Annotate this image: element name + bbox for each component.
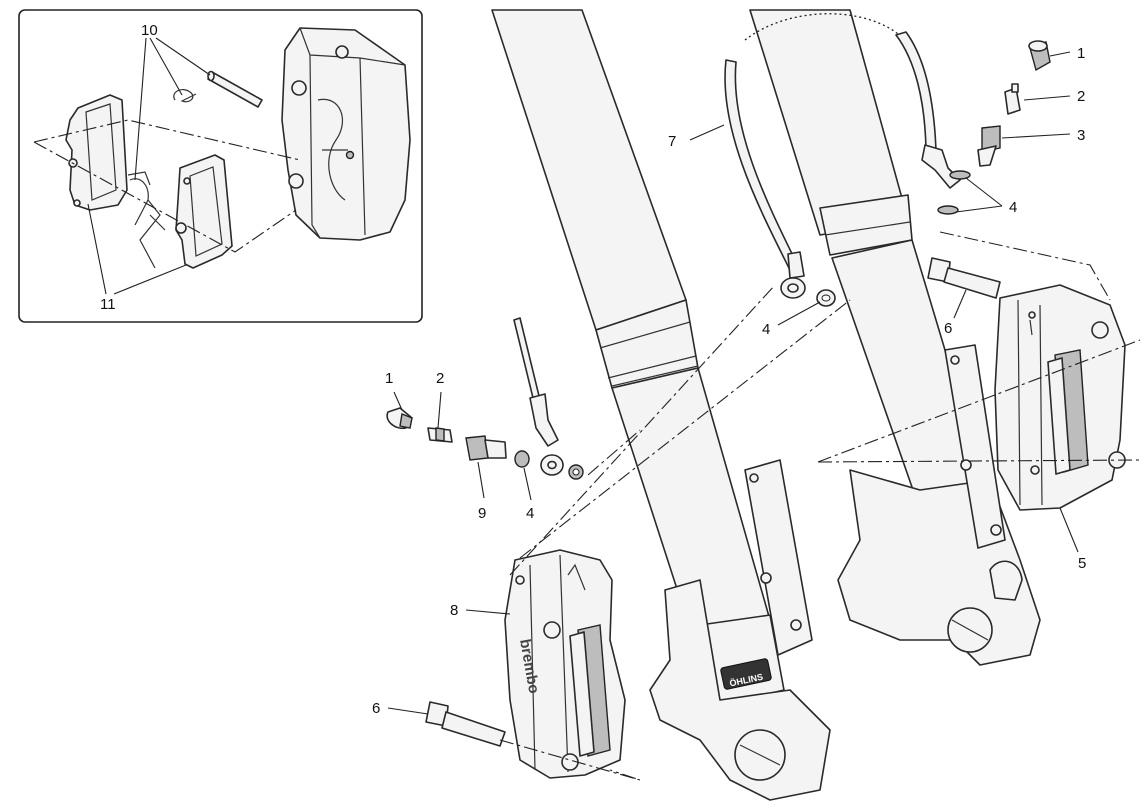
brake-caliper-5: [994, 284, 1126, 511]
bleeder-cap-1-top: [1028, 40, 1051, 72]
callout-4-top: 4: [1009, 199, 1017, 216]
inset-pad-left: [65, 94, 128, 211]
washers-4-top: [937, 170, 971, 215]
fork-brand-badge: [720, 658, 772, 690]
bleeder-cap-1-left: [386, 407, 413, 430]
inset-pad-right: [175, 154, 233, 269]
callout-3-top: 3: [1077, 127, 1085, 144]
callout-6-left: 6: [372, 700, 380, 717]
fork-leg-left: ÖHLINS: [491, 9, 831, 801]
label-11: 11: [100, 296, 116, 313]
washer-4-mid: [816, 289, 836, 307]
brake-line-left: [513, 317, 564, 476]
bleeder-valve-2-left: [427, 427, 453, 443]
inset-pad-pin: [207, 70, 263, 108]
callout-9: 9: [478, 505, 486, 522]
brake-caliper-8: brembo: [504, 549, 626, 779]
label-10: 10: [141, 22, 158, 39]
callout-6-right: 6: [944, 320, 952, 337]
banjo-bolt-9-left: [465, 435, 507, 461]
washer-4-left-a: [514, 450, 530, 468]
inset-caliper: [281, 27, 411, 241]
caliper-bolt-6-right: [927, 257, 1001, 299]
callout-4-left: 4: [526, 505, 534, 522]
callout-5: 5: [1078, 555, 1086, 572]
callout-2-left: 2: [436, 370, 444, 387]
fork-leg-right: [749, 9, 1041, 666]
banjo-bolt-3-top: [977, 125, 1001, 167]
inset-pad-detail: 10 11: [18, 9, 423, 323]
brake-hose-7: [724, 13, 961, 299]
callout-4-mid: 4: [762, 321, 770, 338]
inset-pad-spring: [127, 171, 166, 269]
callout-7: 7: [668, 133, 676, 150]
washer-4-left-b: [568, 464, 584, 480]
callout-1-top: 1: [1077, 45, 1085, 62]
callout-8: 8: [450, 602, 458, 619]
callout-1-left: 1: [385, 370, 393, 387]
inset-pin-clip: [173, 88, 197, 103]
caliper-bolt-6-left: [425, 701, 506, 747]
callout-2-top: 2: [1077, 88, 1085, 105]
bleeder-valve-2-top: [1004, 83, 1021, 115]
